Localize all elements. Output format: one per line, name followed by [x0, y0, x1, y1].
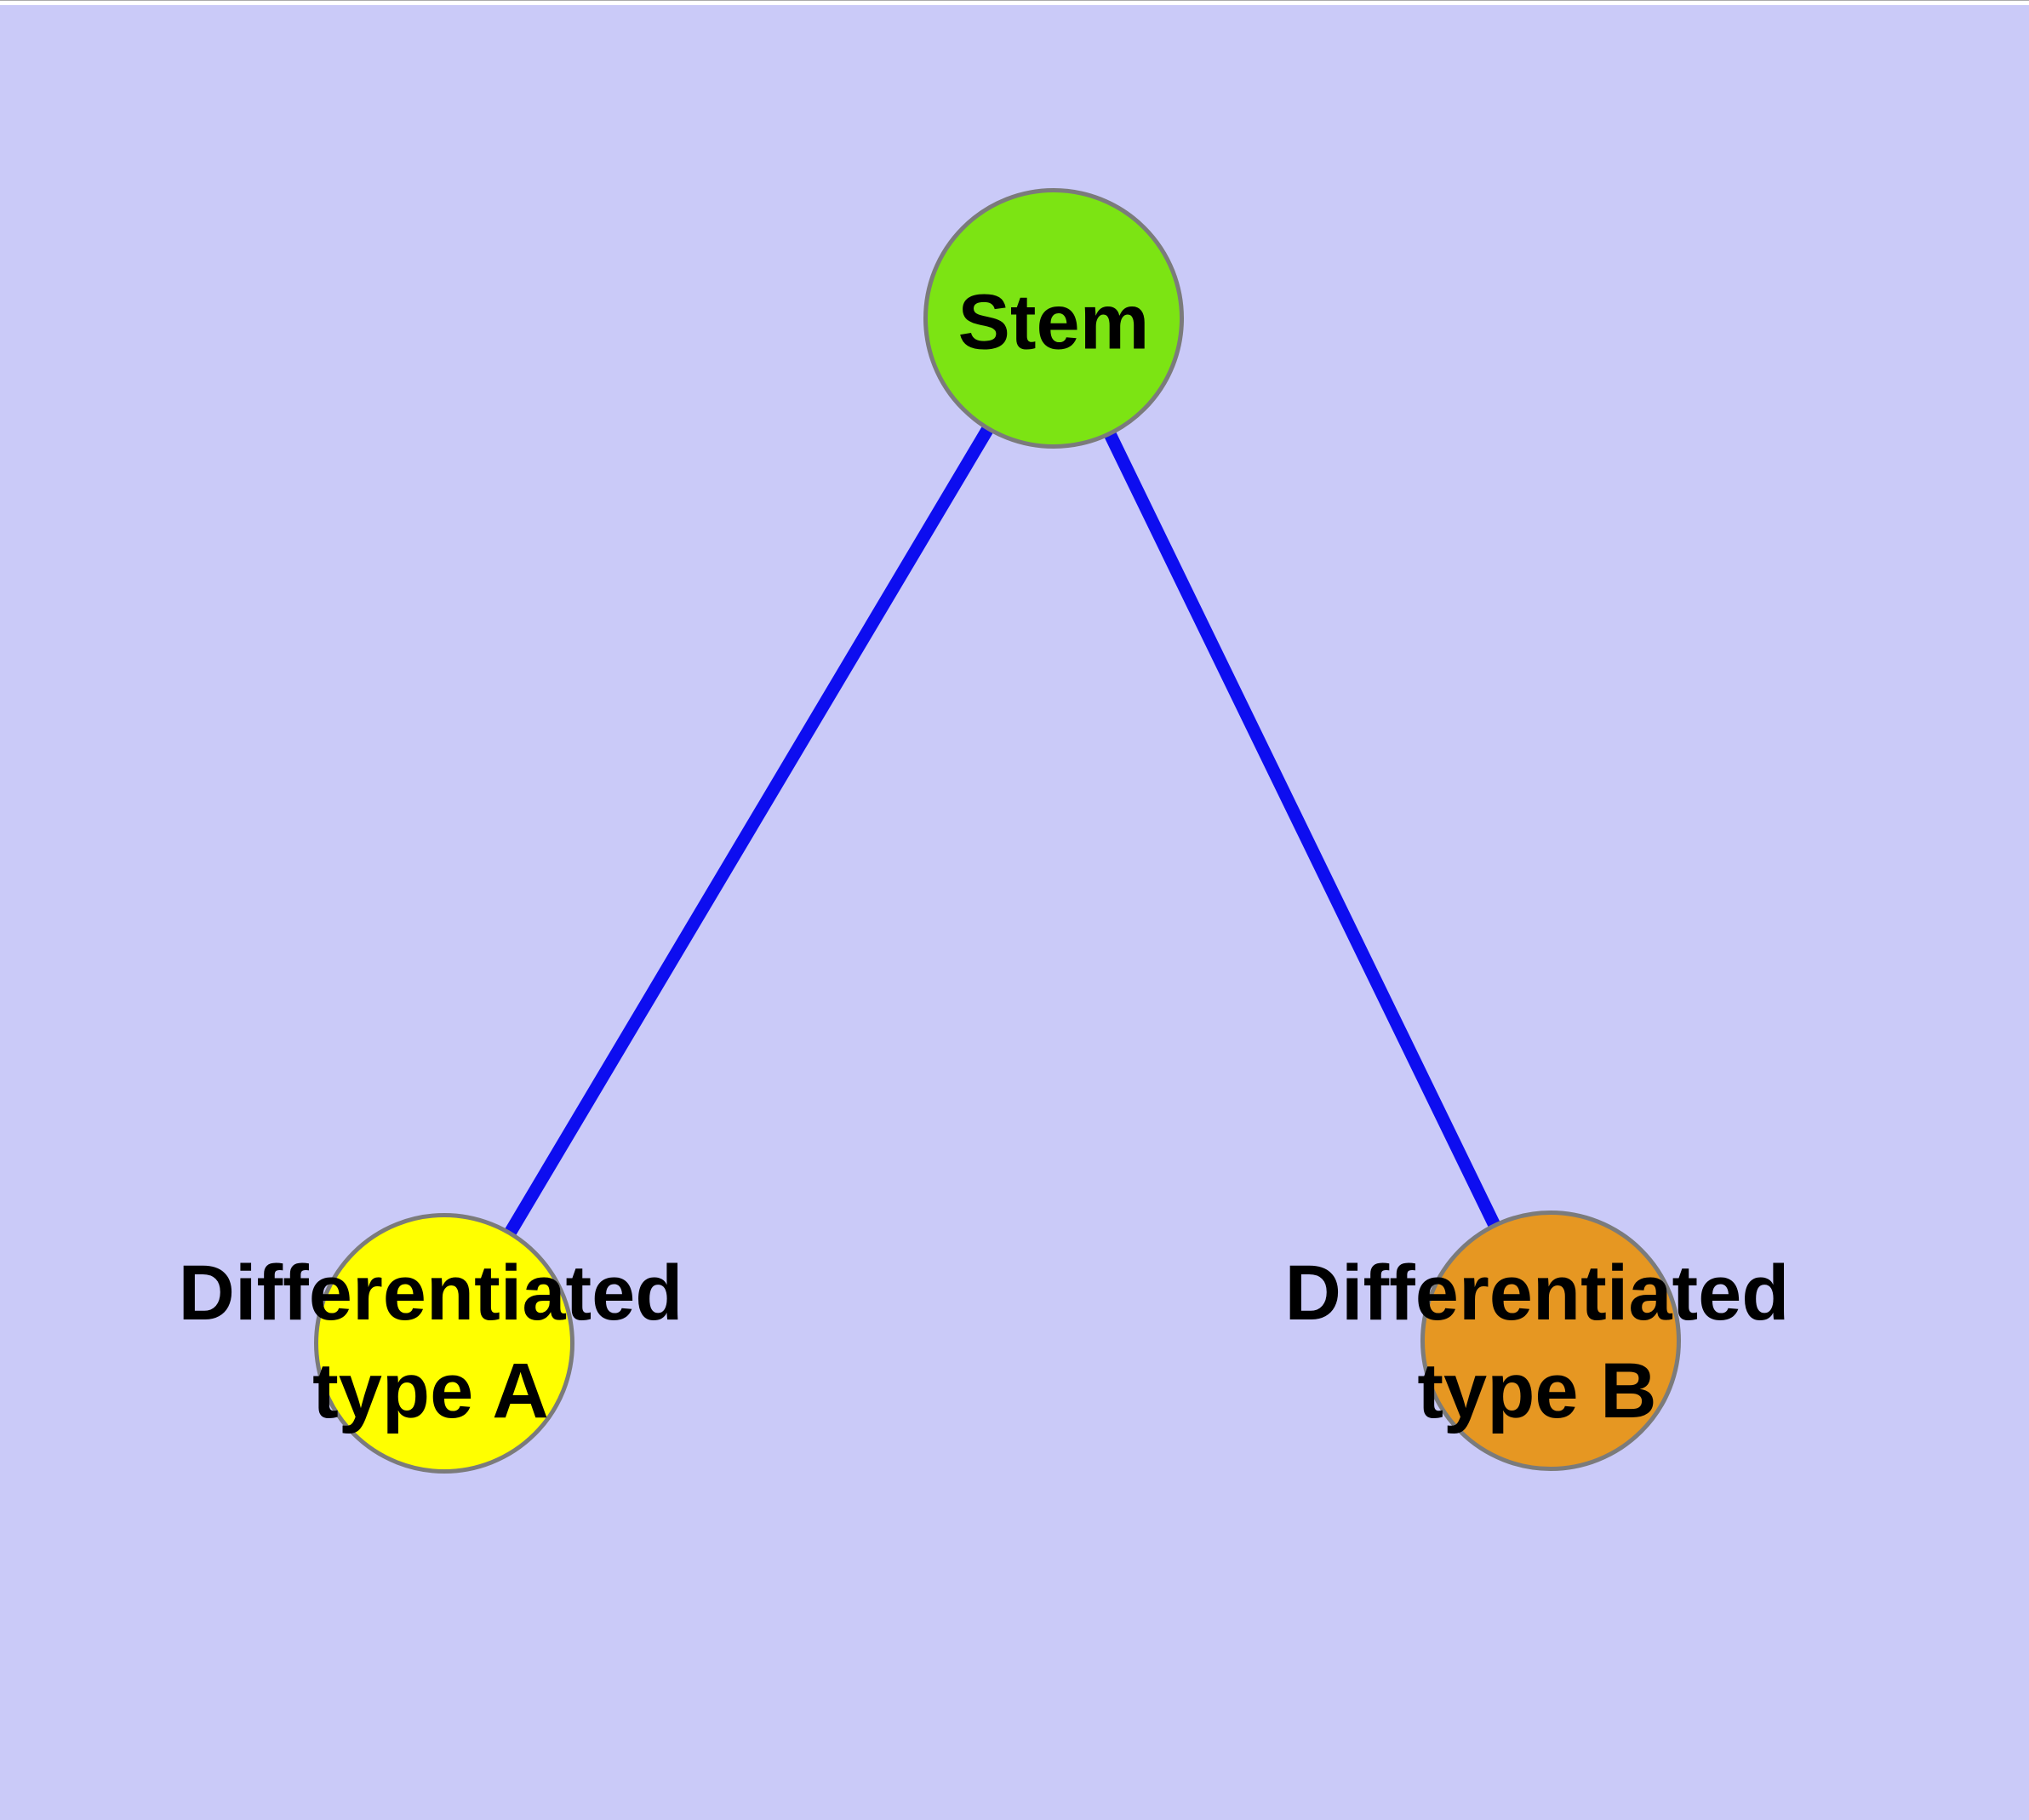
window-top-strip [0, 0, 2029, 5]
node-differentiated-type-a-label: Differentiated type A [178, 1250, 683, 1434]
node-differentiated-type-a [314, 1213, 574, 1474]
edge-stem-to-type-a [438, 315, 1060, 1347]
node-stem-label: Stem [957, 278, 1150, 366]
node-differentiated-type-b [1420, 1210, 1681, 1471]
node-stem [923, 188, 1184, 449]
edge-stem-to-type-b [1048, 315, 1557, 1344]
node-differentiated-type-b-label: Differentiated type B [1284, 1250, 1790, 1434]
